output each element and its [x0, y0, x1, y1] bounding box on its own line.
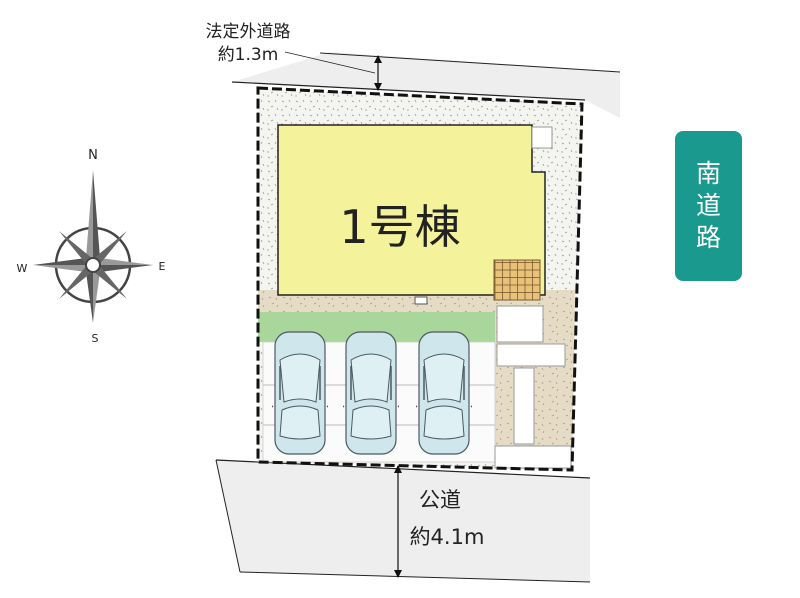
bottom-road-width: 約4.1m [410, 525, 485, 549]
car [416, 331, 472, 455]
car [343, 331, 399, 455]
approach-slab [496, 305, 544, 343]
compass-icon [33, 170, 153, 323]
building-label: 1号棟 [339, 200, 460, 254]
approach-slab [513, 367, 535, 445]
top-road-dimension-arrow [374, 55, 382, 91]
compass-n: N [88, 148, 98, 163]
bottom-road-label: 公道 [419, 488, 461, 512]
compass-w: W [17, 262, 28, 275]
badge-char: 道 [695, 191, 721, 220]
building-1 [277, 124, 546, 296]
approach-slab [494, 445, 572, 469]
car [272, 331, 328, 455]
compass-e: E [159, 260, 166, 273]
bottom-road-dimension-arrow [394, 465, 402, 578]
entrance-tiles [493, 259, 541, 301]
south-road-badge: 南 道 路 [675, 131, 742, 281]
paving-strip [258, 290, 575, 470]
top-road [232, 52, 620, 118]
compass-s: S [92, 332, 99, 345]
bottom-road [216, 460, 590, 582]
approach-slab [496, 343, 566, 367]
top-road-label: 法定外道路 [206, 22, 291, 42]
top-road-width: 約1.3m [218, 45, 279, 65]
badge-char: 南 [695, 159, 721, 188]
badge-char: 路 [695, 223, 721, 252]
